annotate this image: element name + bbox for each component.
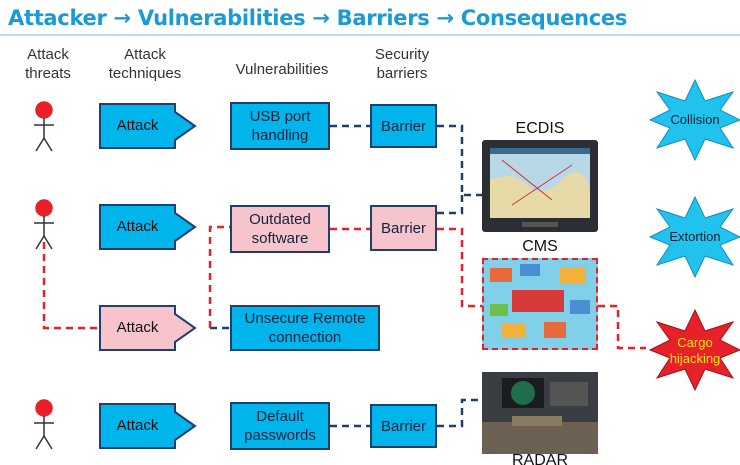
consequence-extortion: Extortion <box>669 229 721 244</box>
vulnerability-usb-port: USB port handling <box>230 102 330 150</box>
attack-path-up-to-outdated <box>208 225 230 328</box>
vulnerability-outdated-software: Outdated software <box>230 205 330 253</box>
attack-arrow-3 <box>99 305 197 351</box>
consequence-burst-cargo-hijacking <box>648 308 740 392</box>
connector-barrier2-to-ecdis <box>437 195 464 215</box>
consequence-cargo-hijacking: Cargo hijacking <box>669 335 721 366</box>
connector-barrier3-to-radar <box>437 398 482 428</box>
attack-arrow-4 <box>99 403 197 449</box>
attack-label-2: Attack <box>116 218 159 235</box>
connector-barrier1-to-ecdis <box>437 124 482 197</box>
consequence-collision: Collision <box>670 112 720 127</box>
attack-arrow-1 <box>99 103 197 149</box>
header-attack-threats: Attack threats <box>25 46 71 82</box>
radar-console-image <box>482 372 598 454</box>
vulnerability-default-passwords: Default passwords <box>230 402 330 450</box>
ecdis-monitor-image <box>482 140 598 232</box>
threat-figure-1 <box>34 101 54 152</box>
vulnerability-unsecure-remote: Unsecure Remote connection <box>230 305 380 351</box>
threat-figure-2 <box>34 199 54 250</box>
threat-figure-3 <box>34 399 54 450</box>
header-attack-techniques: Attack techniques <box>108 46 182 82</box>
system-label-ecdis: ECDIS <box>515 120 565 137</box>
attack-label-3: Attack <box>116 319 159 336</box>
header-vulnerabilities: Vulnerabilities <box>235 61 329 78</box>
attack-path-cms-to-hijack <box>598 304 646 350</box>
system-label-cms: CMS <box>522 238 558 255</box>
title-underline <box>0 34 740 36</box>
barrier-1: Barrier <box>370 104 437 148</box>
attack-path-threat-down <box>42 242 100 330</box>
system-label-radar: RADAR <box>511 452 568 465</box>
barrier-3: Barrier <box>370 404 437 448</box>
header-security-barriers: Security barriers <box>374 46 430 82</box>
cms-cargo-image <box>482 258 598 350</box>
consequence-burst-extortion <box>648 195 740 279</box>
attack-arrow-2 <box>99 204 197 250</box>
barrier-2: Barrier <box>370 205 437 251</box>
attack-label-4: Attack <box>116 417 159 434</box>
attack-label-1: Attack <box>116 117 159 134</box>
attack-path-barrier-to-cms <box>437 227 482 308</box>
diagram-title: Attacker → Vulnerabilities → Barriers → … <box>8 6 628 30</box>
consequence-burst-collision <box>648 78 740 162</box>
